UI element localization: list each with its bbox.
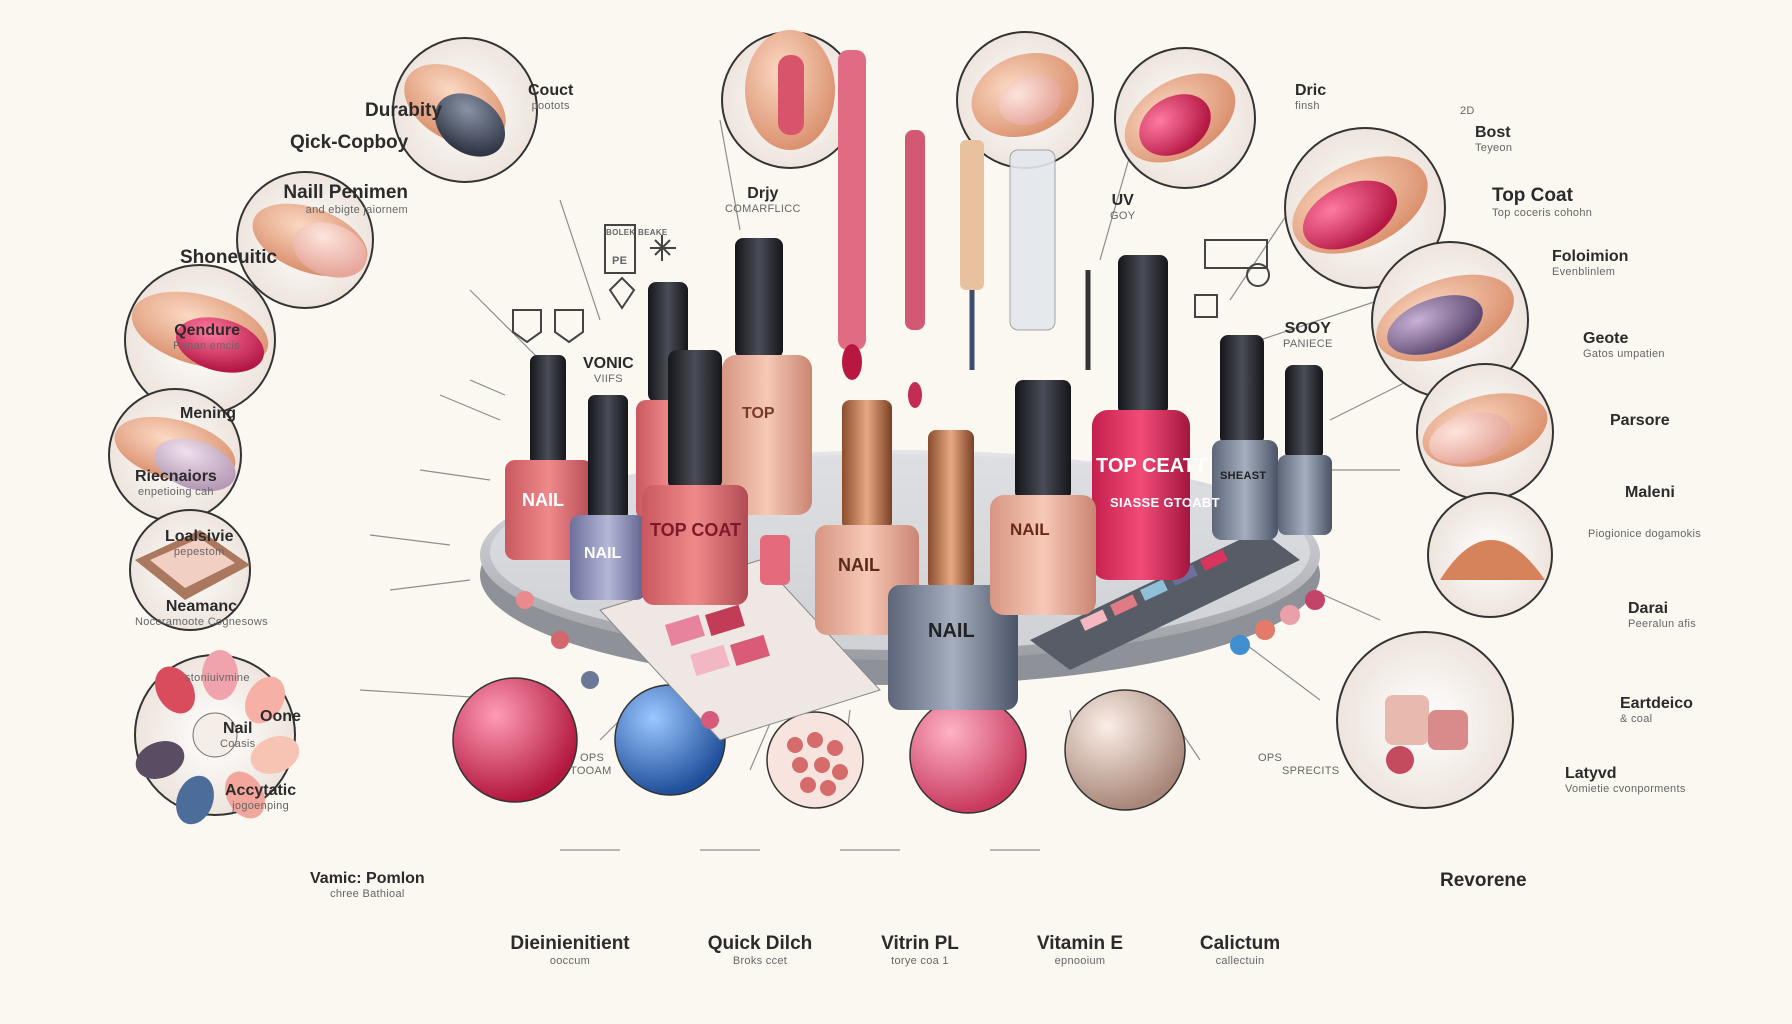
- small-tag: OPS: [580, 752, 605, 764]
- small-tag: PE: [612, 255, 628, 267]
- nail-circles-right: [721, 30, 1554, 809]
- label-maleni: Maleni: [1625, 484, 1675, 501]
- label-2d: 2D: [1460, 105, 1475, 117]
- label-stoniuivmine: stoniuivmine: [185, 672, 250, 684]
- nail-circles-left: [108, 37, 538, 825]
- bottle-label: NAIL: [522, 490, 564, 510]
- label-durability: Durabity: [365, 100, 443, 121]
- bottle-label: TOP: [742, 405, 775, 422]
- bottle-label: TOP CEATT: [1096, 455, 1208, 477]
- label-shoneuitic: Shoneuitic: [180, 247, 278, 268]
- label-quick-copboy: Qick-Copboy: [290, 132, 409, 153]
- label-eartdeico: Eartdeico& coal: [1620, 695, 1693, 725]
- bottom-spheres: [452, 677, 1186, 814]
- small-tag: TOOAM: [570, 765, 612, 777]
- label-oone: Oone: [260, 708, 301, 725]
- bottle-label: NAIL: [584, 545, 622, 562]
- bottle-label: SIASSE GTOABT: [1110, 495, 1220, 510]
- bottle-label: NAIL: [1010, 520, 1050, 539]
- small-tag: BOLEK BEAKE: [606, 228, 668, 237]
- bottle-label: TOP COAT: [650, 520, 742, 540]
- small-tag: SPRECITS: [1282, 765, 1340, 777]
- icon-glyphs: [512, 224, 1270, 344]
- label-piogionice: Piogionice dogamokis: [1588, 528, 1702, 540]
- bottle-label: NAIL: [838, 555, 880, 575]
- bottle-label: SHEAST: [1220, 470, 1267, 482]
- label-parsore: Parsore: [1610, 412, 1670, 429]
- small-tag: OPS: [1258, 752, 1283, 764]
- label-mening: Mening: [180, 405, 236, 422]
- label-revorene: Revorene: [1440, 870, 1527, 891]
- bottle-label: NAIL: [928, 620, 975, 642]
- droppers: [838, 50, 1091, 408]
- polish-bottles: [505, 238, 1332, 710]
